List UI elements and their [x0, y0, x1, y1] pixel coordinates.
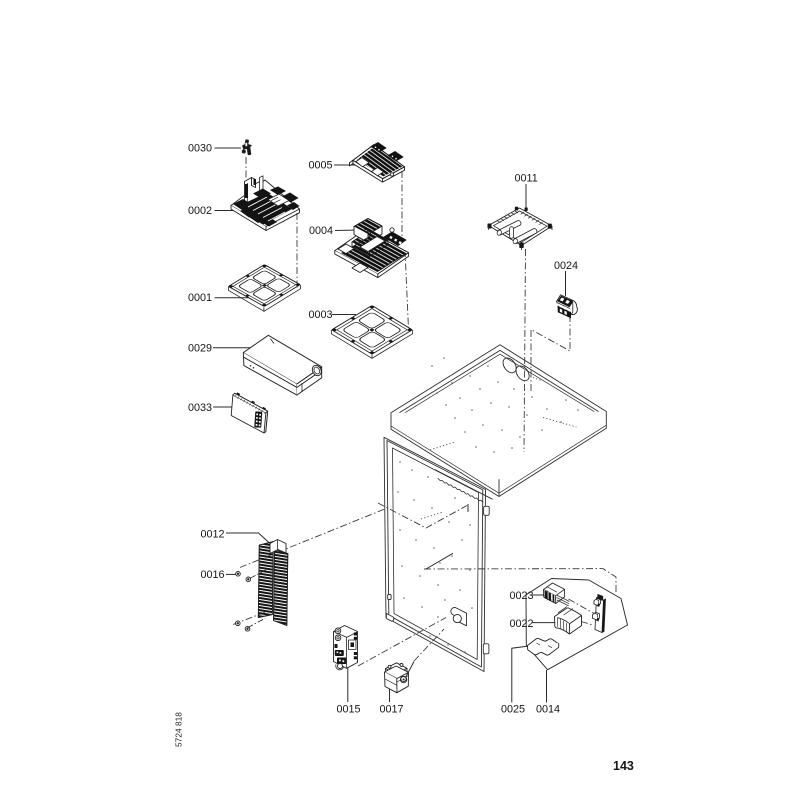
svg-text:0029: 0029	[188, 342, 212, 354]
svg-text:0016: 0016	[201, 569, 225, 581]
svg-text:0004: 0004	[309, 225, 333, 237]
svg-text:0011: 0011	[515, 172, 538, 184]
svg-text:0005: 0005	[309, 160, 333, 172]
svg-text:0017: 0017	[380, 703, 404, 715]
svg-text:143: 143	[613, 759, 634, 773]
svg-text:0014: 0014	[536, 703, 560, 715]
svg-text:0023: 0023	[510, 590, 534, 602]
svg-text:0030: 0030	[188, 143, 212, 155]
svg-text:5724 818: 5724 818	[174, 712, 184, 747]
svg-text:0015: 0015	[337, 703, 361, 715]
svg-text:0003: 0003	[309, 309, 333, 321]
svg-text:0012: 0012	[201, 529, 225, 541]
svg-text:0022: 0022	[510, 618, 534, 630]
svg-text:0025: 0025	[501, 703, 525, 715]
svg-text:0002: 0002	[188, 205, 212, 217]
svg-text:0033: 0033	[188, 402, 212, 414]
svg-text:0001: 0001	[188, 292, 212, 304]
svg-text:0024: 0024	[554, 260, 578, 272]
